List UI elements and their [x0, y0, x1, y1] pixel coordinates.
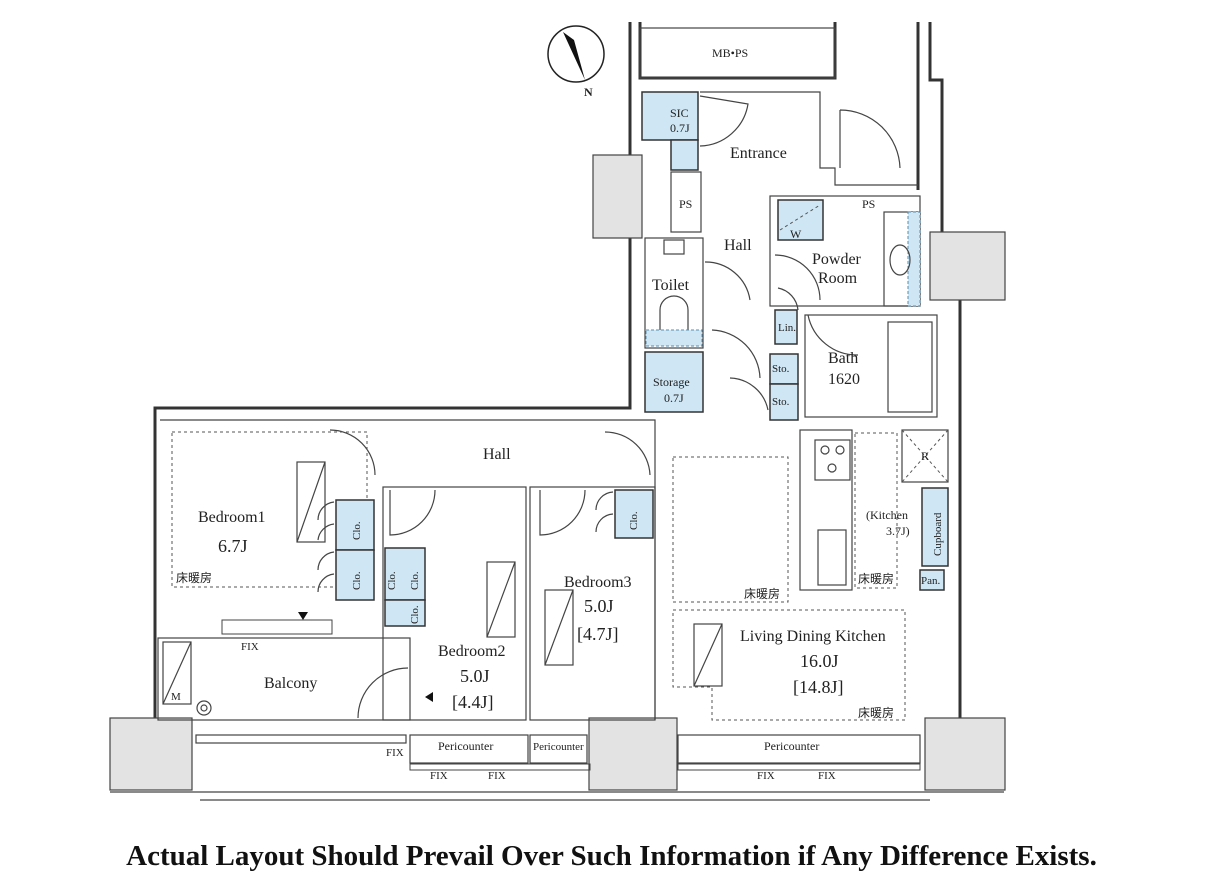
- hall-upper-label: Hall: [724, 237, 752, 254]
- svg-text:Hall: Hall: [483, 446, 511, 463]
- column: [929, 231, 1006, 301]
- ps-left: PS: [670, 171, 702, 233]
- north-arrow-icon: [563, 32, 585, 80]
- storage-closets-small: Sto. Sto.: [711, 329, 799, 421]
- column: [109, 717, 193, 791]
- svg-text:Storage: Storage: [653, 375, 690, 389]
- svg-text:床暖房: 床暖房: [858, 705, 894, 720]
- svg-text:Sto.: Sto.: [772, 363, 790, 375]
- svg-text:Bedroom1: Bedroom1: [198, 509, 266, 526]
- washer-label: W: [790, 227, 802, 241]
- bedroom-3: Clo. Bedroom3 5.0J [4.7J]: [529, 486, 656, 721]
- entrance-area: Entrance: [699, 91, 918, 186]
- svg-text:FIX: FIX: [757, 770, 775, 782]
- svg-text:Living Dining Kitchen: Living Dining Kitchen: [740, 628, 886, 645]
- svg-text:Powder: Powder: [812, 251, 862, 268]
- svg-text:PS: PS: [679, 197, 692, 211]
- svg-text:FIX: FIX: [430, 770, 448, 782]
- sic-closet: SIC 0.7J: [641, 91, 699, 171]
- svg-text:FIX: FIX: [241, 641, 259, 653]
- svg-text:FIX: FIX: [488, 770, 506, 782]
- bath-room: Bath 1620: [804, 314, 938, 418]
- svg-text:5.0J: 5.0J: [460, 666, 490, 686]
- svg-text:Lin.: Lin.: [778, 322, 796, 334]
- svg-text:5.0J: 5.0J: [584, 596, 614, 616]
- svg-text:Clo.: Clo.: [628, 511, 640, 530]
- svg-text:Clo.: Clo.: [351, 521, 363, 540]
- svg-text:床暖房: 床暖房: [744, 586, 780, 601]
- svg-text:Room: Room: [818, 270, 858, 287]
- svg-text:3.7J): 3.7J): [886, 524, 910, 538]
- fix-window-bedroom1: FIX: [221, 619, 333, 653]
- svg-text:Bath: Bath: [828, 350, 858, 367]
- living-dining-kitchen: 床暖房 Living Dining Kitchen 16.0J [14.8J] …: [672, 456, 906, 721]
- svg-text:[14.8J]: [14.8J]: [793, 677, 844, 697]
- svg-text:Bedroom3: Bedroom3: [564, 574, 632, 591]
- svg-text:Clo.: Clo.: [386, 571, 398, 590]
- svg-text:16.0J: 16.0J: [800, 651, 839, 671]
- toilet-room: Toilet: [644, 237, 751, 349]
- floor-plan: N MB•PS SIC 0.7J Entrance PS: [109, 22, 1006, 801]
- svg-text:[4.7J]: [4.7J]: [577, 624, 619, 644]
- disclaimer-text: Actual Layout Should Prevail Over Such I…: [126, 840, 1097, 872]
- svg-text:Clo.: Clo.: [409, 571, 421, 590]
- exterior-walls: [110, 22, 1004, 801]
- storage-room: Storage 0.7J: [644, 351, 704, 413]
- svg-text:1620: 1620: [828, 371, 860, 388]
- svg-text:床暖房: 床暖房: [176, 570, 212, 585]
- svg-text:Pericounter: Pericounter: [764, 739, 819, 753]
- powder-room: W PS Powder Room: [769, 195, 921, 307]
- svg-text:Cupboard: Cupboard: [932, 512, 944, 556]
- column: [592, 154, 643, 239]
- compass-rose: N: [547, 25, 605, 99]
- svg-text:Clo.: Clo.: [351, 571, 363, 590]
- svg-text:Entrance: Entrance: [730, 145, 787, 162]
- bedroom-1: Clo. Clo. Bedroom1 6.7J 床暖房: [171, 431, 375, 620]
- svg-text:FIX: FIX: [386, 747, 404, 759]
- linen-closet: Lin.: [774, 287, 799, 345]
- north-label: N: [584, 85, 593, 99]
- svg-text:(Kitchen: (Kitchen: [866, 508, 908, 522]
- svg-text:床暖房: 床暖房: [858, 571, 894, 586]
- mb-ps-room: MB•PS: [639, 27, 836, 79]
- svg-text:[4.4J]: [4.4J]: [452, 692, 494, 712]
- svg-text:MB•PS: MB•PS: [712, 46, 748, 60]
- svg-text:0.7J: 0.7J: [664, 391, 684, 405]
- svg-text:Pericounter: Pericounter: [438, 739, 493, 753]
- column: [588, 717, 678, 791]
- svg-text:SIC: SIC: [670, 106, 689, 120]
- svg-text:6.7J: 6.7J: [218, 536, 248, 556]
- svg-text:PS: PS: [862, 197, 875, 211]
- column: [924, 717, 1006, 791]
- pericounters: Pericounter Pericounter Pericounter FIX …: [409, 734, 921, 782]
- svg-text:Toilet: Toilet: [652, 277, 690, 294]
- balcony: M Balcony FIX: [157, 637, 411, 759]
- svg-text:Pericounter: Pericounter: [533, 741, 584, 753]
- svg-text:Clo.: Clo.: [409, 605, 421, 624]
- kitchen-area: R (Kitchen 3.7J) Cupboard Pan. 床暖房: [799, 429, 949, 591]
- svg-text:M: M: [171, 691, 181, 703]
- svg-text:0.7J: 0.7J: [670, 121, 690, 135]
- svg-text:Balcony: Balcony: [264, 675, 317, 692]
- fridge-label: R: [921, 449, 929, 463]
- svg-text:Pan.: Pan.: [921, 575, 941, 587]
- svg-text:FIX: FIX: [818, 770, 836, 782]
- svg-text:Bedroom2: Bedroom2: [438, 643, 506, 660]
- bedroom-2: Clo. Clo. Clo. Bedroom2 5.0J [4.4J]: [382, 486, 527, 721]
- svg-text:Sto.: Sto.: [772, 396, 790, 408]
